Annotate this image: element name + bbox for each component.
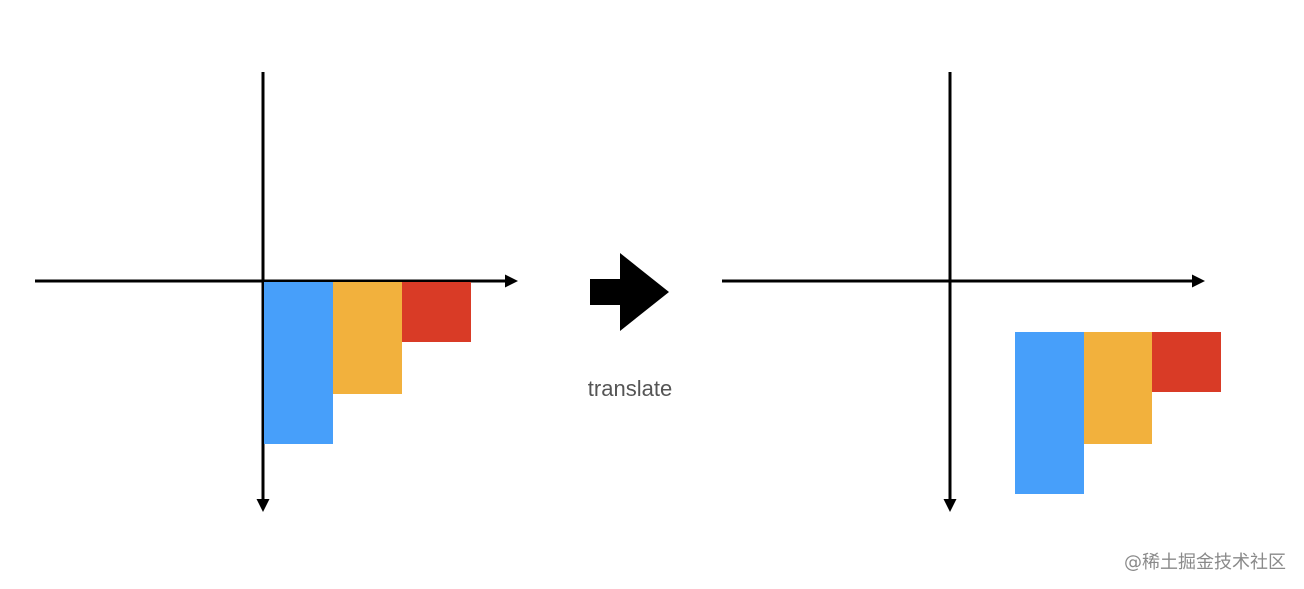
left-orange-block (333, 282, 402, 394)
right-coordinate-system (722, 72, 1221, 512)
right-red-block (1152, 332, 1221, 392)
right-x-axis-arrowhead (1192, 274, 1205, 288)
right-y-axis-arrowhead (943, 499, 957, 512)
translate-caption: translate (588, 376, 672, 401)
right-blue-block (1015, 332, 1084, 494)
left-red-block (402, 282, 471, 342)
left-blue-block (264, 282, 333, 444)
watermark: @稀土掘金技术社区 (1124, 552, 1286, 573)
right-orange-block (1084, 332, 1152, 444)
left-x-axis-arrowhead (505, 274, 518, 288)
left-y-axis-arrowhead (256, 499, 270, 512)
transform-arrow-icon (590, 253, 669, 331)
left-coordinate-system (35, 72, 518, 512)
